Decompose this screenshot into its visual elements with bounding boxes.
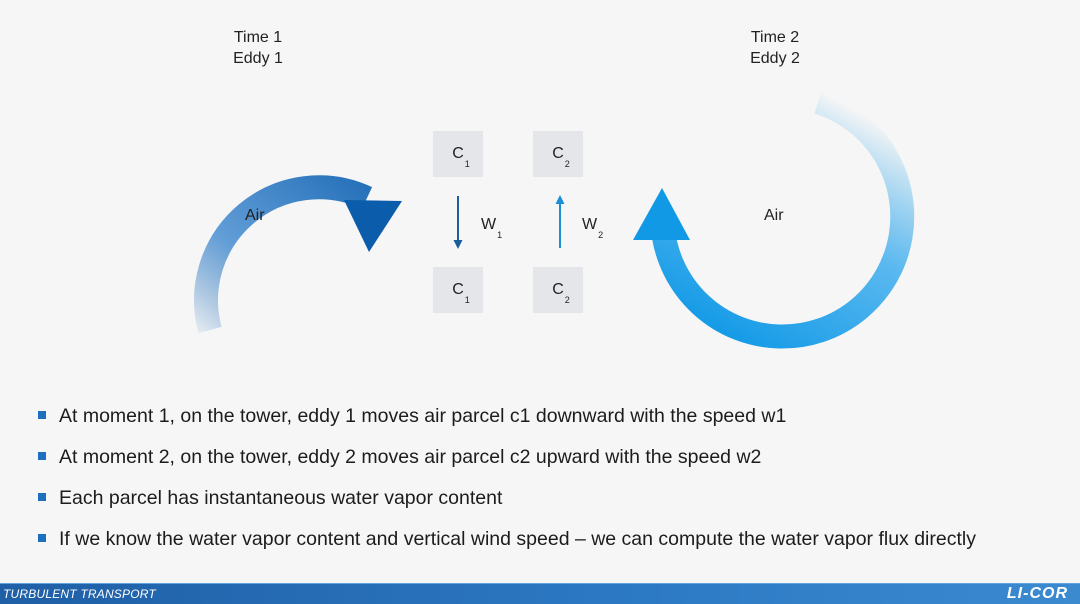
eddy-1-label: Time 1 Eddy 1 xyxy=(218,27,298,69)
bullet-text: At moment 2, on the tower, eddy 2 moves … xyxy=(59,446,762,468)
bullet-item: If we know the water vapor content and v… xyxy=(38,519,1068,560)
eddy-2-air-label: Air xyxy=(764,207,784,224)
bullet-marker xyxy=(38,493,46,501)
eddy-2-name: Eddy 2 xyxy=(750,50,800,67)
c2-bottom-subscript: 2 xyxy=(564,295,570,305)
bullet-marker xyxy=(38,452,46,460)
bullet-marker xyxy=(38,411,46,419)
licor-logo: LI-COR xyxy=(1006,585,1068,602)
bullet-text: Each parcel has instantaneous water vapo… xyxy=(59,487,503,509)
bullet-item: At moment 2, on the tower, eddy 2 moves … xyxy=(38,437,1068,478)
bullet-text: At moment 1, on the tower, eddy 1 moves … xyxy=(59,405,787,427)
w1-down-arrow xyxy=(453,196,463,249)
footer-title: TURBULENT TRANSPORT xyxy=(3,587,156,601)
c1-bottom-subscript: 1 xyxy=(464,295,470,305)
bullet-list: At moment 1, on the tower, eddy 1 moves … xyxy=(38,396,1068,560)
eddy-2-label: Time 2 Eddy 2 xyxy=(735,27,815,69)
eddy-2-time: Time 2 xyxy=(750,29,800,46)
eddy-2-arrow xyxy=(633,90,915,349)
bullet-text: If we know the water vapor content and v… xyxy=(59,528,976,550)
c2-top-subscript: 2 xyxy=(564,159,570,169)
c1-top-subscript: 1 xyxy=(464,159,470,169)
eddy-1-air-label: Air xyxy=(245,207,265,224)
bullet-item: Each parcel has instantaneous water vapo… xyxy=(38,478,1068,519)
w2-subscript: 2 xyxy=(598,230,604,240)
bullet-item: At moment 1, on the tower, eddy 1 moves … xyxy=(38,396,1068,437)
eddy-1-time: Time 1 xyxy=(233,29,283,46)
footer-bar: TURBULENT TRANSPORT LI-COR xyxy=(0,583,1080,604)
w2-up-arrow xyxy=(555,195,565,248)
eddy-1-name: Eddy 1 xyxy=(233,50,283,67)
w1-subscript: 1 xyxy=(497,230,503,240)
eddy-1-arrow xyxy=(194,175,402,334)
eddy-diagram xyxy=(194,90,915,349)
bullet-marker xyxy=(38,534,46,542)
